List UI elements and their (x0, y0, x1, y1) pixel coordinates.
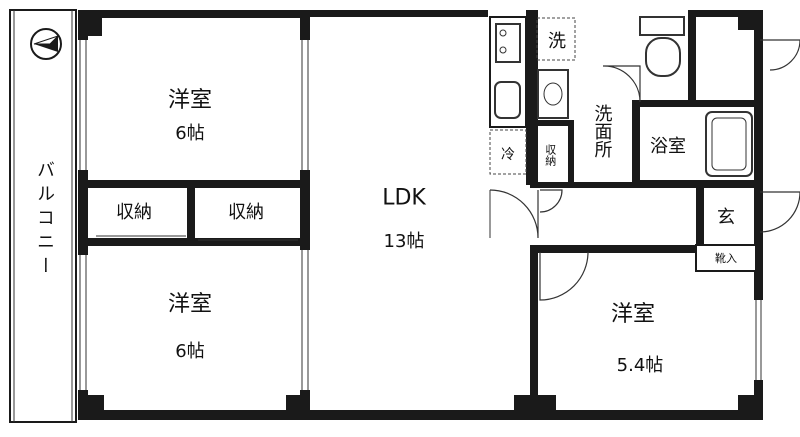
bath-label: 浴室 (650, 136, 686, 157)
room-size-western-bottom-left: 6帖 (175, 341, 205, 362)
shoe-box-label: 靴入 (715, 252, 737, 265)
left-windows (78, 40, 310, 390)
storage-label-right: 収納 (228, 202, 264, 223)
corner-blocks (514, 14, 760, 413)
wet-area-walls (530, 10, 760, 420)
small-storage-label: 収納 (543, 144, 557, 166)
balcony-area (9, 9, 77, 423)
sink-icon (494, 81, 521, 119)
washbasin-icon (537, 69, 569, 119)
room-size-western-top-left: 6帖 (175, 123, 205, 144)
room-name-western-top-left: 洋室 (167, 88, 213, 113)
storage-label-left: 収納 (116, 202, 152, 223)
right-windows (754, 300, 763, 380)
bathtub-icon (705, 111, 753, 177)
washroom-label: 洗面所 (591, 104, 613, 158)
north-arrow-icon (30, 28, 62, 60)
room-size-ldk: 13帖 (383, 231, 425, 252)
room-name-western-bottom-right: 洋室 (610, 302, 656, 327)
room-size-western-bottom-right: 5.4帖 (616, 355, 664, 376)
entrance-label: 玄 (717, 207, 735, 228)
balcony-label: バルコニー (34, 160, 55, 280)
toilet-icon (639, 16, 685, 77)
room-name-ldk: LDK (382, 185, 426, 211)
room-name-western-bottom-left: 洋室 (167, 292, 213, 317)
refrigerator-label: 冷 (501, 147, 515, 163)
left-inner-walls (82, 18, 307, 413)
washer-label: 洗 (548, 31, 566, 52)
kitchen-counter (489, 16, 527, 175)
